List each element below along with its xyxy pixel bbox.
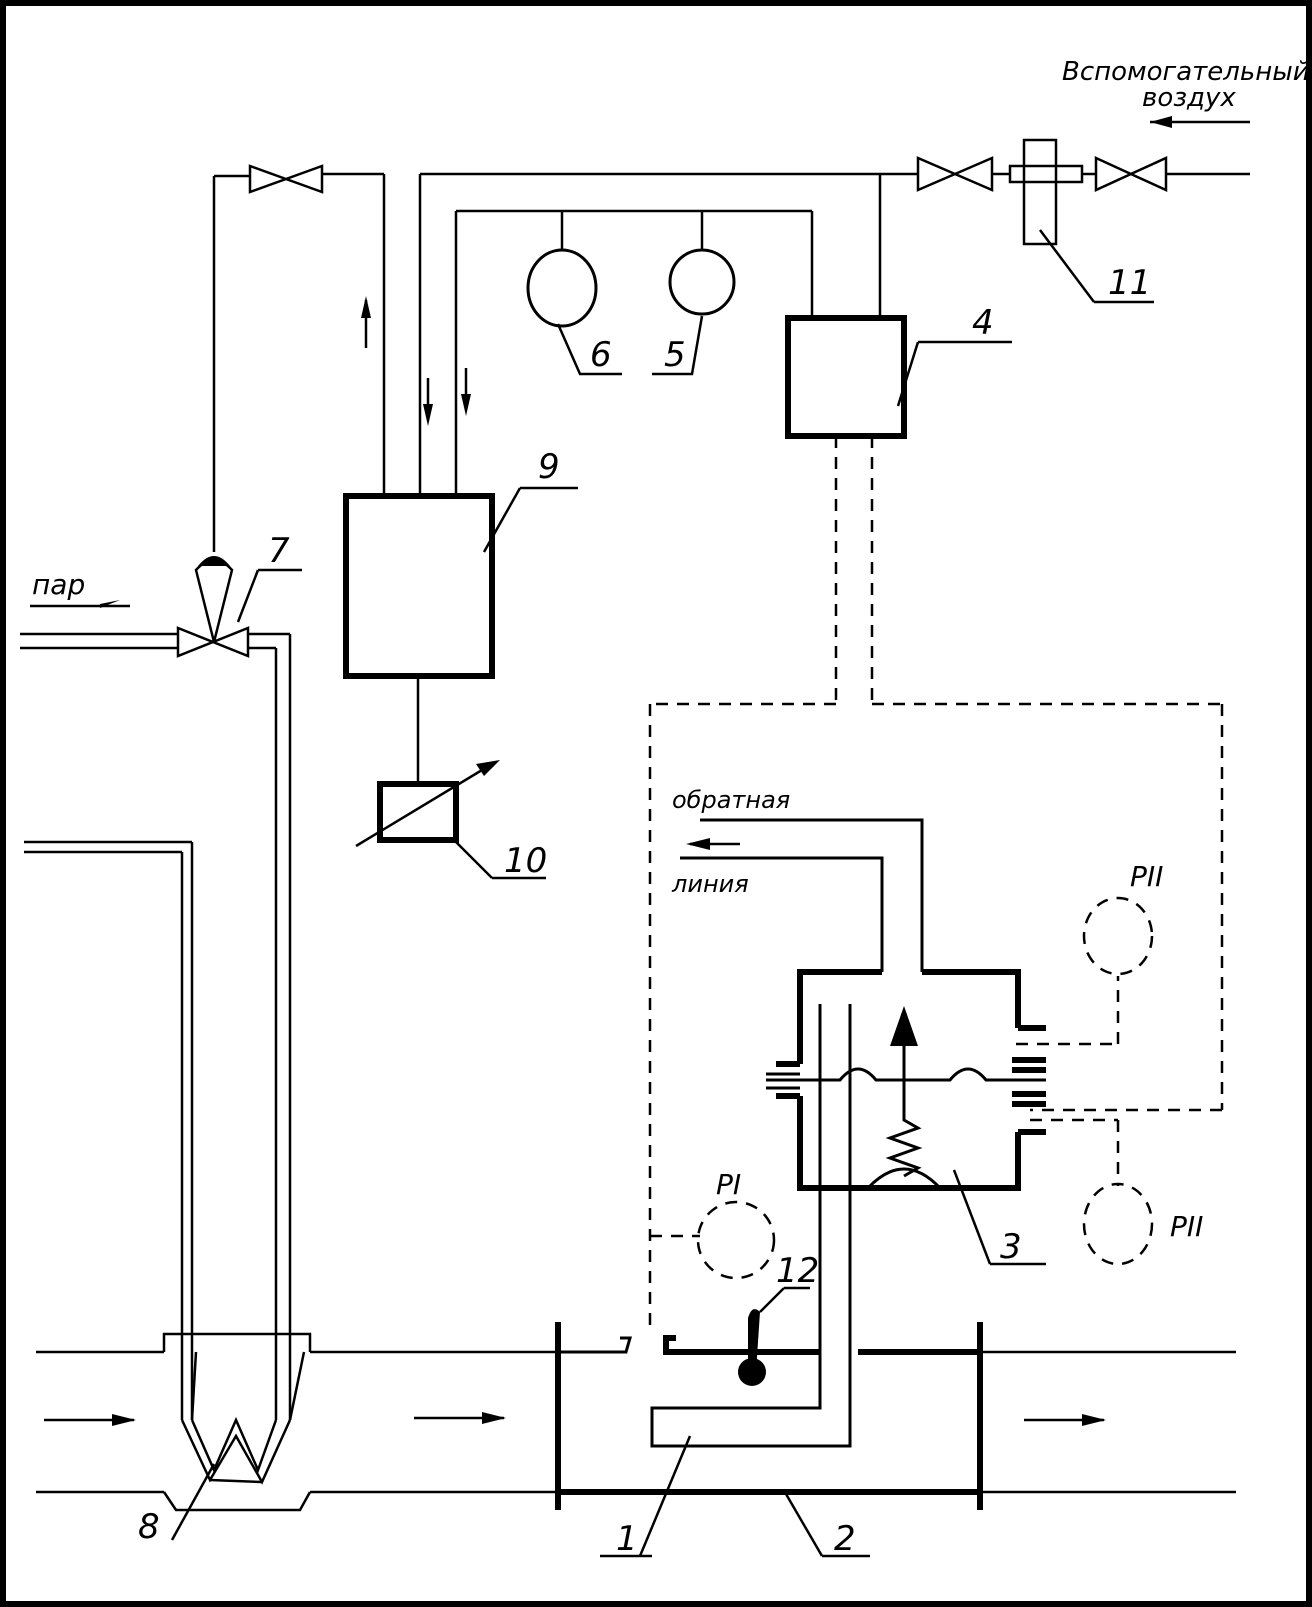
gauge-line	[454, 209, 814, 496]
gauge-p2-top	[1082, 896, 1154, 976]
aux-air-line	[420, 116, 1250, 318]
box-4	[785, 315, 907, 439]
label-12: 12	[776, 1251, 819, 1291]
box-10	[377, 781, 459, 843]
aux-air-label-1: Вспомогательный	[1062, 57, 1310, 87]
up-arrow-icon	[890, 1006, 918, 1046]
label-6: 6	[590, 335, 612, 375]
steam-label: пар	[32, 568, 85, 601]
main-pipe	[36, 1332, 1236, 1512]
air-valve-icon	[916, 156, 994, 192]
box-9	[343, 493, 495, 679]
label-9: 9	[538, 447, 560, 487]
thermometer-12	[738, 1286, 810, 1386]
regulator-3	[680, 818, 1046, 1266]
p1-label: PI	[716, 1168, 741, 1201]
rotameter-body	[1008, 164, 1084, 184]
signal-line-to-valve-7	[212, 164, 386, 552]
rotameter-11	[1022, 138, 1058, 246]
steam-valve-icon	[176, 626, 250, 658]
dashed-signal-lines	[648, 436, 1224, 1334]
measuring-section-2	[555, 1322, 983, 1558]
label-5: 5	[664, 335, 686, 375]
label-10: 10	[504, 841, 547, 881]
gauge-p1	[696, 1200, 776, 1280]
gauge-6	[526, 248, 598, 328]
label-8: 8	[138, 1507, 160, 1547]
label-7: 7	[268, 531, 290, 571]
p2-top-label: PII	[1130, 860, 1163, 893]
heater-8	[24, 840, 306, 1541]
gauge-p2-bottom	[1082, 1182, 1154, 1266]
label-4: 4	[972, 303, 994, 343]
aux-air-label-2: воздух	[1142, 83, 1236, 113]
return-line-label-2: линия	[671, 870, 749, 898]
valve-icon	[248, 164, 324, 194]
steam-line	[20, 556, 302, 1420]
valve-actuator	[194, 558, 234, 643]
air-valve-icon	[1094, 156, 1168, 192]
sensor-1	[600, 1004, 852, 1558]
label-11: 11	[1108, 263, 1151, 303]
p2-bottom-label: PII	[1170, 1210, 1203, 1243]
return-line-label-1: обратная	[672, 786, 790, 814]
gauge-5	[668, 248, 736, 316]
label-2: 2	[834, 1519, 856, 1559]
label-1: 1	[616, 1519, 638, 1559]
label-3: 3	[1000, 1227, 1022, 1267]
